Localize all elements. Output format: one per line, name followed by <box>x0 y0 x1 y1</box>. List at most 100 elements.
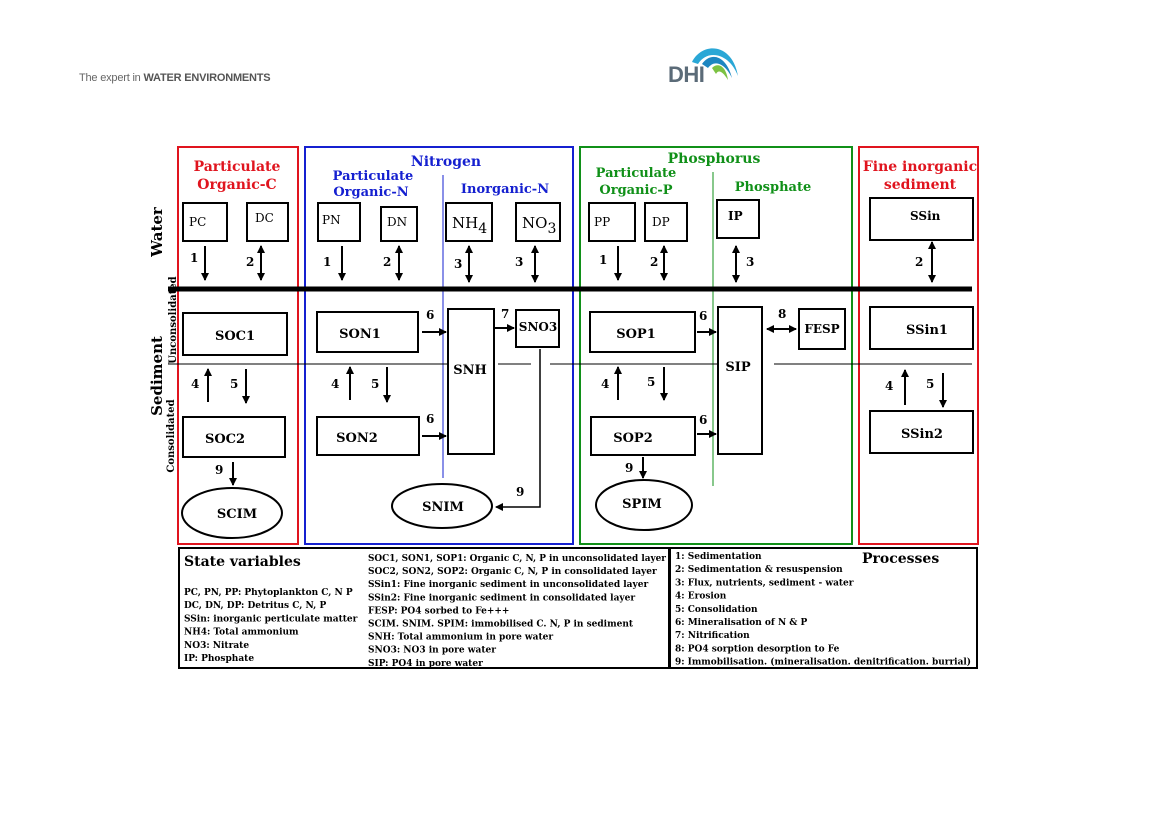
middle-legend-item: SCIM. SNIM. SPIM: immobilised C. N, P in… <box>368 620 634 630</box>
num-3-no3: 3 <box>515 255 523 269</box>
num-3-ip: 3 <box>746 255 754 269</box>
sno3-box: SNO3 <box>515 309 560 348</box>
svg-text:SOC1: SOC1 <box>215 329 255 344</box>
state-item: NH4: Total ammonium <box>184 628 299 638</box>
num-4-nitrogen: 4 <box>331 377 339 391</box>
middle-legend-item: SSin1: Fine inorganic sediment in uncons… <box>368 580 648 590</box>
state-item: DC, DN, DP: Detritus C, N, P <box>184 601 326 611</box>
middle-legend-item: SOC2, SON2, SOP2: Organic C, N, P in con… <box>368 567 657 577</box>
particulate-p-line2: Organic-P <box>599 183 672 198</box>
phosphorus-section-frame <box>579 146 853 545</box>
num-9-phosphorus: 9 <box>625 461 633 475</box>
dp-box: DP <box>644 202 688 242</box>
state-variables-title: State variables <box>184 554 301 570</box>
process-item: 5: Consolidation <box>675 605 758 615</box>
unconsolidated-label: Unconsolidated <box>168 276 179 363</box>
sediment-label: Sediment <box>148 336 166 416</box>
process-item: 4: Erosion <box>675 592 727 602</box>
legend-process-frame <box>669 547 978 669</box>
carbon-title-line1: Particulate <box>194 159 281 175</box>
ip-box: IP <box>716 199 760 239</box>
dhi-logo-icon <box>692 48 738 80</box>
carbon-section-frame <box>177 146 299 545</box>
ssin2-box: SSin2 <box>869 410 974 454</box>
soc2-box: SOC2 <box>182 416 286 458</box>
middle-legend-item: SSin2: Fine inorganic sediment in consol… <box>368 593 635 603</box>
num-7: 7 <box>501 307 509 321</box>
num-4-carbon: 4 <box>191 377 199 391</box>
svg-text:DC: DC <box>255 211 274 225</box>
no3-box: NO3 <box>515 202 561 242</box>
sip-box: SIP <box>717 306 763 455</box>
ssin1-box: SSin1 <box>869 306 974 350</box>
process-item: 3: Flux, nutrients, sediment - water <box>675 578 854 588</box>
pn-box: PN <box>317 202 361 242</box>
svg-text:DN: DN <box>387 215 407 229</box>
dc-box: DC <box>246 202 289 242</box>
middle-legend-item: SNH: Total ammonium in pore water <box>368 633 553 643</box>
pc-box: PC <box>182 202 228 242</box>
sop2-box: SOP2 <box>590 416 696 456</box>
num-2-dn: 2 <box>383 255 391 269</box>
phosphate-title: Phosphate <box>735 180 811 195</box>
state-item: PC, PN, PP: Phytoplankton C, N P <box>184 588 353 598</box>
particulate-n-line2: Organic-N <box>333 185 408 200</box>
svg-text:SOP1: SOP1 <box>616 327 656 342</box>
arrow-sno3-to-snim <box>495 349 541 511</box>
state-items-list: PC, PN, PP: Phytoplankton C, N P DC, DN, … <box>184 588 358 664</box>
svg-text:SNO3: SNO3 <box>519 320 557 334</box>
process-item: 9: Immobilisation. (mineralisation. deni… <box>675 657 971 668</box>
fine-sediment-line2: sediment <box>884 177 957 193</box>
son2-box: SON2 <box>316 416 420 456</box>
pp-box: PP <box>588 202 636 242</box>
middle-legend-item: SIP: PO4 in pore water <box>368 659 483 669</box>
num-2-ssin: 2 <box>915 255 923 269</box>
sop1-box: SOP1 <box>589 311 696 353</box>
water-label: Water <box>148 206 166 258</box>
svg-text:PC: PC <box>189 215 206 229</box>
particulate-n-line1: Particulate <box>333 169 414 184</box>
svg-text:PP: PP <box>594 215 610 229</box>
son1-box: SON1 <box>316 311 419 353</box>
process-item: 8: PO4 sorption desorption to Fe <box>675 644 840 654</box>
nitrogen-section-frame <box>304 146 574 545</box>
dn-box: DN <box>380 206 418 242</box>
fesp-box: FESP <box>798 308 846 350</box>
nh4-box: NH4 <box>445 202 493 242</box>
process-item: 1: Sedimentation <box>675 552 762 562</box>
num-1-pn: 1 <box>323 255 331 269</box>
num-1-pp: 1 <box>599 253 607 267</box>
num-4-fine: 4 <box>885 379 893 393</box>
process-item: 7: Nitrification <box>675 631 750 641</box>
fine-sediment-section-frame <box>858 146 979 545</box>
num-8: 8 <box>778 307 786 321</box>
num-5-carbon: 5 <box>230 377 238 391</box>
logo-text: DHI <box>668 62 705 87</box>
num-2-dc: 2 <box>246 255 254 269</box>
middle-items-list: SOC1, SON1, SOP1: Organic C, N, P in unc… <box>368 554 666 669</box>
svg-text:SPIM: SPIM <box>622 497 662 512</box>
svg-text:DP: DP <box>652 215 670 229</box>
inorganic-n-title: Inorganic-N <box>461 182 549 197</box>
svg-text:SON2: SON2 <box>336 431 378 446</box>
num-2-dp: 2 <box>650 255 658 269</box>
num-5-fine: 5 <box>926 377 934 391</box>
spim-ellipse: SPIM <box>595 479 693 531</box>
num-9-nitrogen: 9 <box>516 485 524 499</box>
svg-text:SSin: SSin <box>910 209 941 223</box>
snh-box: SNH <box>447 308 495 455</box>
svg-text:SNIM: SNIM <box>422 500 464 515</box>
scim-ellipse: SCIM <box>181 487 283 539</box>
middle-legend-item: SOC1, SON1, SOP1: Organic C, N, P in unc… <box>368 554 666 564</box>
nitrogen-title: Nitrogen <box>411 154 481 170</box>
svg-text:NO3: NO3 <box>522 214 556 237</box>
svg-text:SSin2: SSin2 <box>901 427 943 442</box>
num-5-nitrogen: 5 <box>371 377 379 391</box>
particulate-p-line1: Particulate <box>596 166 677 181</box>
snim-ellipse: SNIM <box>391 483 493 529</box>
svg-text:SCIM: SCIM <box>217 507 257 522</box>
svg-text:SNH: SNH <box>453 363 487 378</box>
svg-text:FESP: FESP <box>804 322 839 336</box>
svg-text:SSin1: SSin1 <box>906 323 948 338</box>
state-item: NO3: Nitrate <box>184 641 249 651</box>
